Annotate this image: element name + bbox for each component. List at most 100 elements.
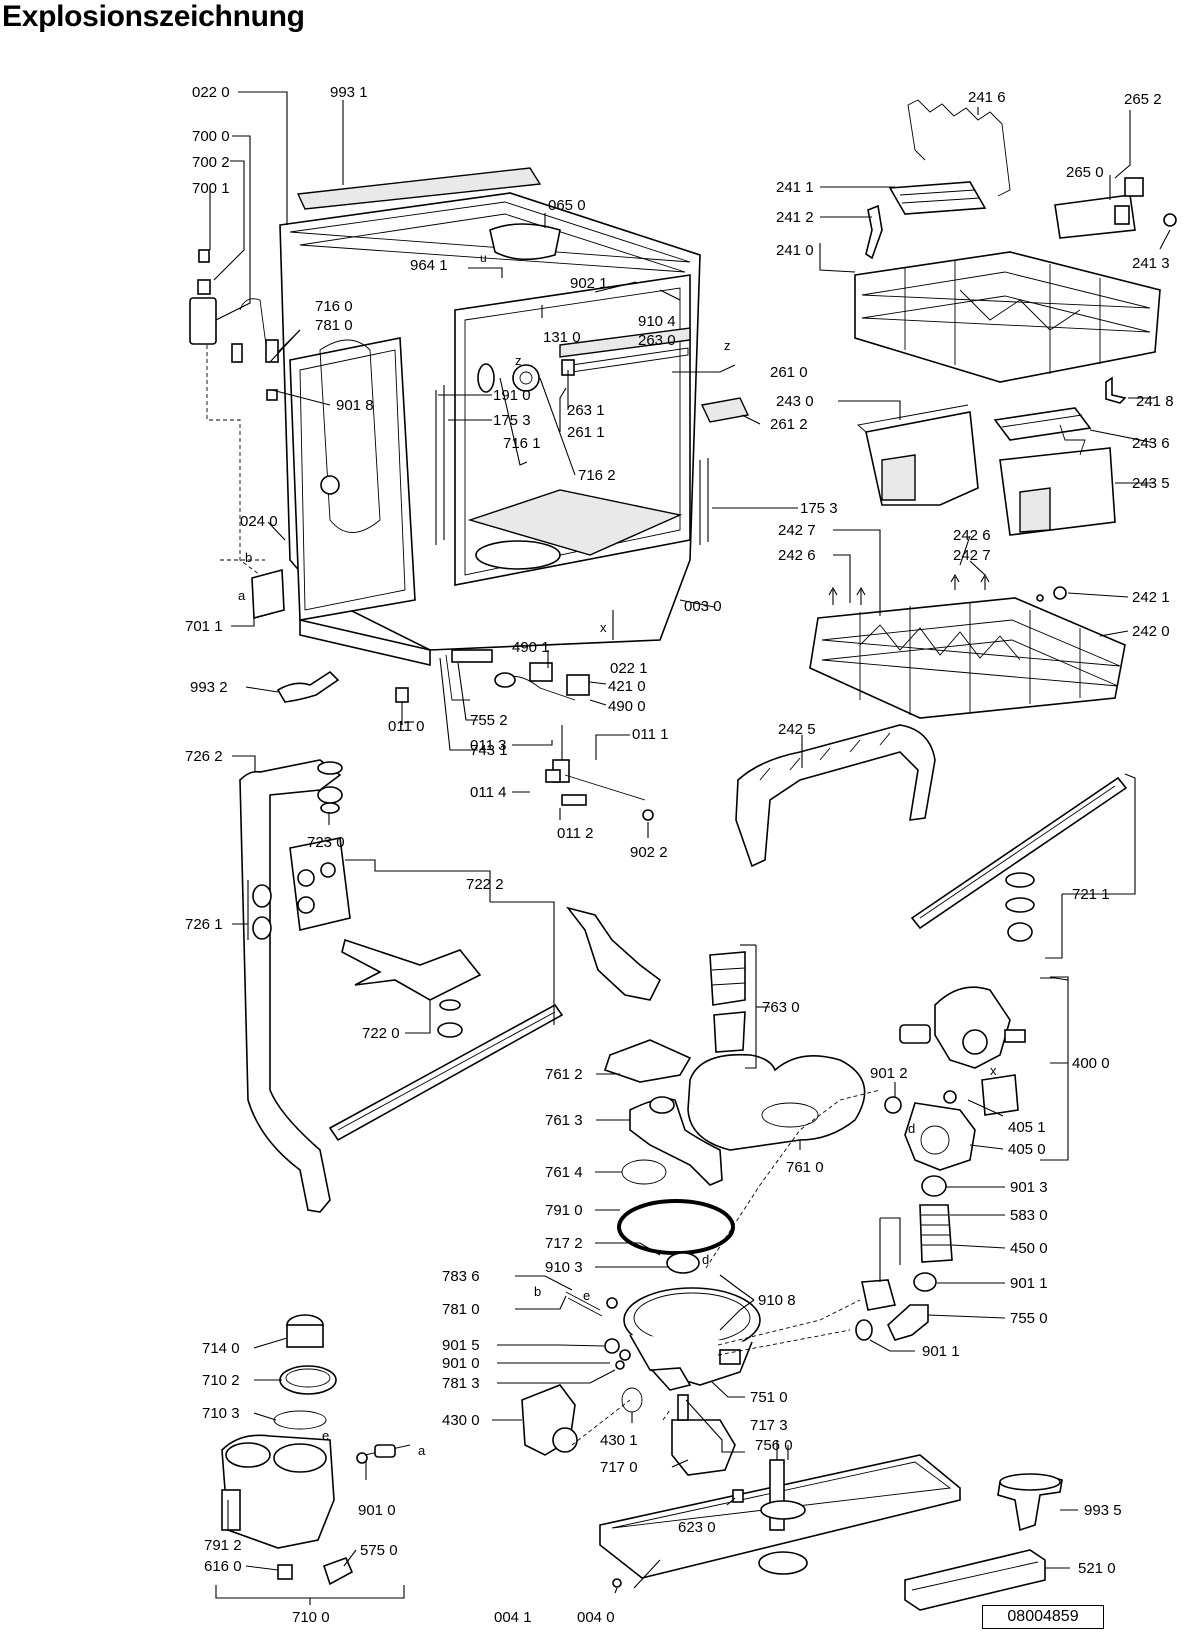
label-902-2: 902 2	[630, 844, 668, 861]
label-723-0: 723 0	[307, 834, 345, 851]
ref-letter: x	[600, 620, 607, 635]
label-241-0: 241 0	[776, 242, 814, 259]
part-labels: 022 0 993 1 700 0 700 2 700 1 065 0 964 …	[185, 84, 1174, 1626]
label-241-3: 241 3	[1132, 255, 1170, 272]
page-title: Explosionszeichnung	[2, 0, 305, 33]
label-430-1: 430 1	[600, 1432, 638, 1449]
label-024-0: 024 0	[240, 513, 278, 530]
label-263-1: 263 1	[567, 402, 605, 419]
label-710-2: 710 2	[202, 1372, 240, 1389]
label-710-3: 710 3	[202, 1405, 240, 1422]
ref-letter: d	[908, 1121, 915, 1136]
label-405-0: 405 0	[1008, 1141, 1046, 1158]
label-242-7b: 242 7	[953, 547, 991, 564]
label-743-1: 743 1	[470, 742, 508, 759]
label-722-2: 722 2	[466, 876, 504, 893]
label-763-0: 763 0	[762, 999, 800, 1016]
basket-rail-arch	[735, 724, 936, 868]
label-243-5: 243 5	[1132, 475, 1170, 492]
label-243-0: 243 0	[776, 393, 814, 410]
label-450-0: 450 0	[1010, 1240, 1048, 1257]
label-902-1: 902 1	[570, 275, 608, 292]
ref-letter: d	[702, 1252, 709, 1267]
label-781-0b: 781 0	[442, 1301, 480, 1318]
label-263-0: 263 0	[638, 332, 676, 349]
label-616-0: 616 0	[204, 1558, 242, 1575]
label-716-0: 716 0	[315, 298, 353, 315]
ref-letter: e	[322, 1428, 329, 1443]
label-901-1a: 901 1	[1010, 1275, 1048, 1292]
label-717-3: 717 3	[750, 1417, 788, 1434]
pump-assembly	[855, 986, 1026, 1341]
label-783-6: 783 6	[442, 1268, 480, 1285]
label-175-3b: 175 3	[800, 500, 838, 517]
bottom-electrical-parts	[445, 649, 654, 821]
label-175-3a: 175 3	[493, 412, 531, 429]
label-011-1: 011 1	[632, 726, 668, 743]
label-022-1: 022 1	[610, 660, 648, 677]
label-242-5: 242 5	[778, 721, 816, 738]
label-722-0: 722 0	[362, 1025, 400, 1042]
label-261-2: 261 2	[770, 416, 808, 433]
label-191-0: 191 0	[493, 387, 531, 404]
label-714-0: 714 0	[202, 1340, 240, 1357]
water-softener-assembly	[221, 1314, 411, 1586]
ref-letter: e	[583, 1288, 590, 1303]
label-022-0: 022 0	[192, 84, 230, 101]
label-901-1b: 901 1	[922, 1343, 960, 1360]
ref-letter: b	[534, 1284, 541, 1299]
label-716-2: 716 2	[578, 467, 616, 484]
ref-letter: a	[418, 1443, 426, 1458]
label-243-6: 243 6	[1132, 435, 1170, 452]
label-242-6a: 242 6	[953, 527, 991, 544]
label-065-0: 065 0	[548, 197, 586, 214]
label-993-1: 993 1	[330, 84, 368, 101]
label-430-0: 430 0	[442, 1412, 480, 1429]
ref-letter: b	[245, 550, 252, 565]
ref-letter: x	[990, 1063, 997, 1078]
label-583-0: 583 0	[1010, 1207, 1048, 1224]
label-241-1: 241 1	[776, 179, 814, 196]
label-726-2: 726 2	[185, 748, 223, 765]
label-405-1: 405 1	[1008, 1119, 1046, 1136]
label-011-2: 011 2	[557, 825, 593, 842]
label-700-1: 700 1	[192, 180, 230, 197]
lower-basket	[809, 573, 1126, 719]
label-003-0: 003 0	[684, 598, 722, 615]
label-751-0: 751 0	[750, 1389, 788, 1406]
label-265-2: 265 2	[1124, 91, 1162, 108]
label-261-1: 261 1	[567, 424, 605, 441]
left-pipe-and-lower-arm	[239, 759, 564, 1213]
label-011-0: 011 0	[388, 718, 424, 735]
label-761-0: 761 0	[786, 1159, 824, 1176]
leader-lines	[209, 91, 1171, 1605]
label-910-8: 910 8	[758, 1292, 796, 1309]
ref-letter: z	[724, 338, 731, 353]
label-993-5: 993 5	[1084, 1502, 1122, 1519]
label-755-0: 755 0	[1010, 1310, 1048, 1327]
label-011-4: 011 4	[470, 784, 506, 801]
label-761-3: 761 3	[545, 1112, 583, 1129]
label-717-0: 717 0	[600, 1459, 638, 1476]
label-242-7a: 242 7	[778, 522, 816, 539]
label-756-0: 756 0	[755, 1437, 793, 1454]
label-623-0: 623 0	[678, 1519, 716, 1536]
label-761-2: 761 2	[545, 1066, 583, 1083]
label-910-4: 910 4	[638, 313, 676, 330]
label-490-0: 490 0	[608, 698, 646, 715]
label-901-3: 901 3	[1010, 1179, 1048, 1196]
ref-letter: u	[480, 251, 487, 265]
label-781-0: 781 0	[315, 317, 353, 334]
label-761-4: 761 4	[545, 1164, 583, 1181]
label-721-1: 721 1	[1072, 886, 1110, 903]
base-tray	[599, 1440, 1063, 1611]
label-781-3: 781 3	[442, 1375, 480, 1392]
label-265-0: 265 0	[1066, 164, 1104, 181]
label-791-0: 791 0	[545, 1202, 583, 1219]
label-241-6: 241 6	[968, 89, 1006, 106]
label-011-3: 011 3	[470, 737, 506, 754]
label-791-2: 791 2	[204, 1537, 242, 1554]
label-131-0: 131 0	[543, 329, 581, 346]
upper-basket	[854, 99, 1177, 536]
